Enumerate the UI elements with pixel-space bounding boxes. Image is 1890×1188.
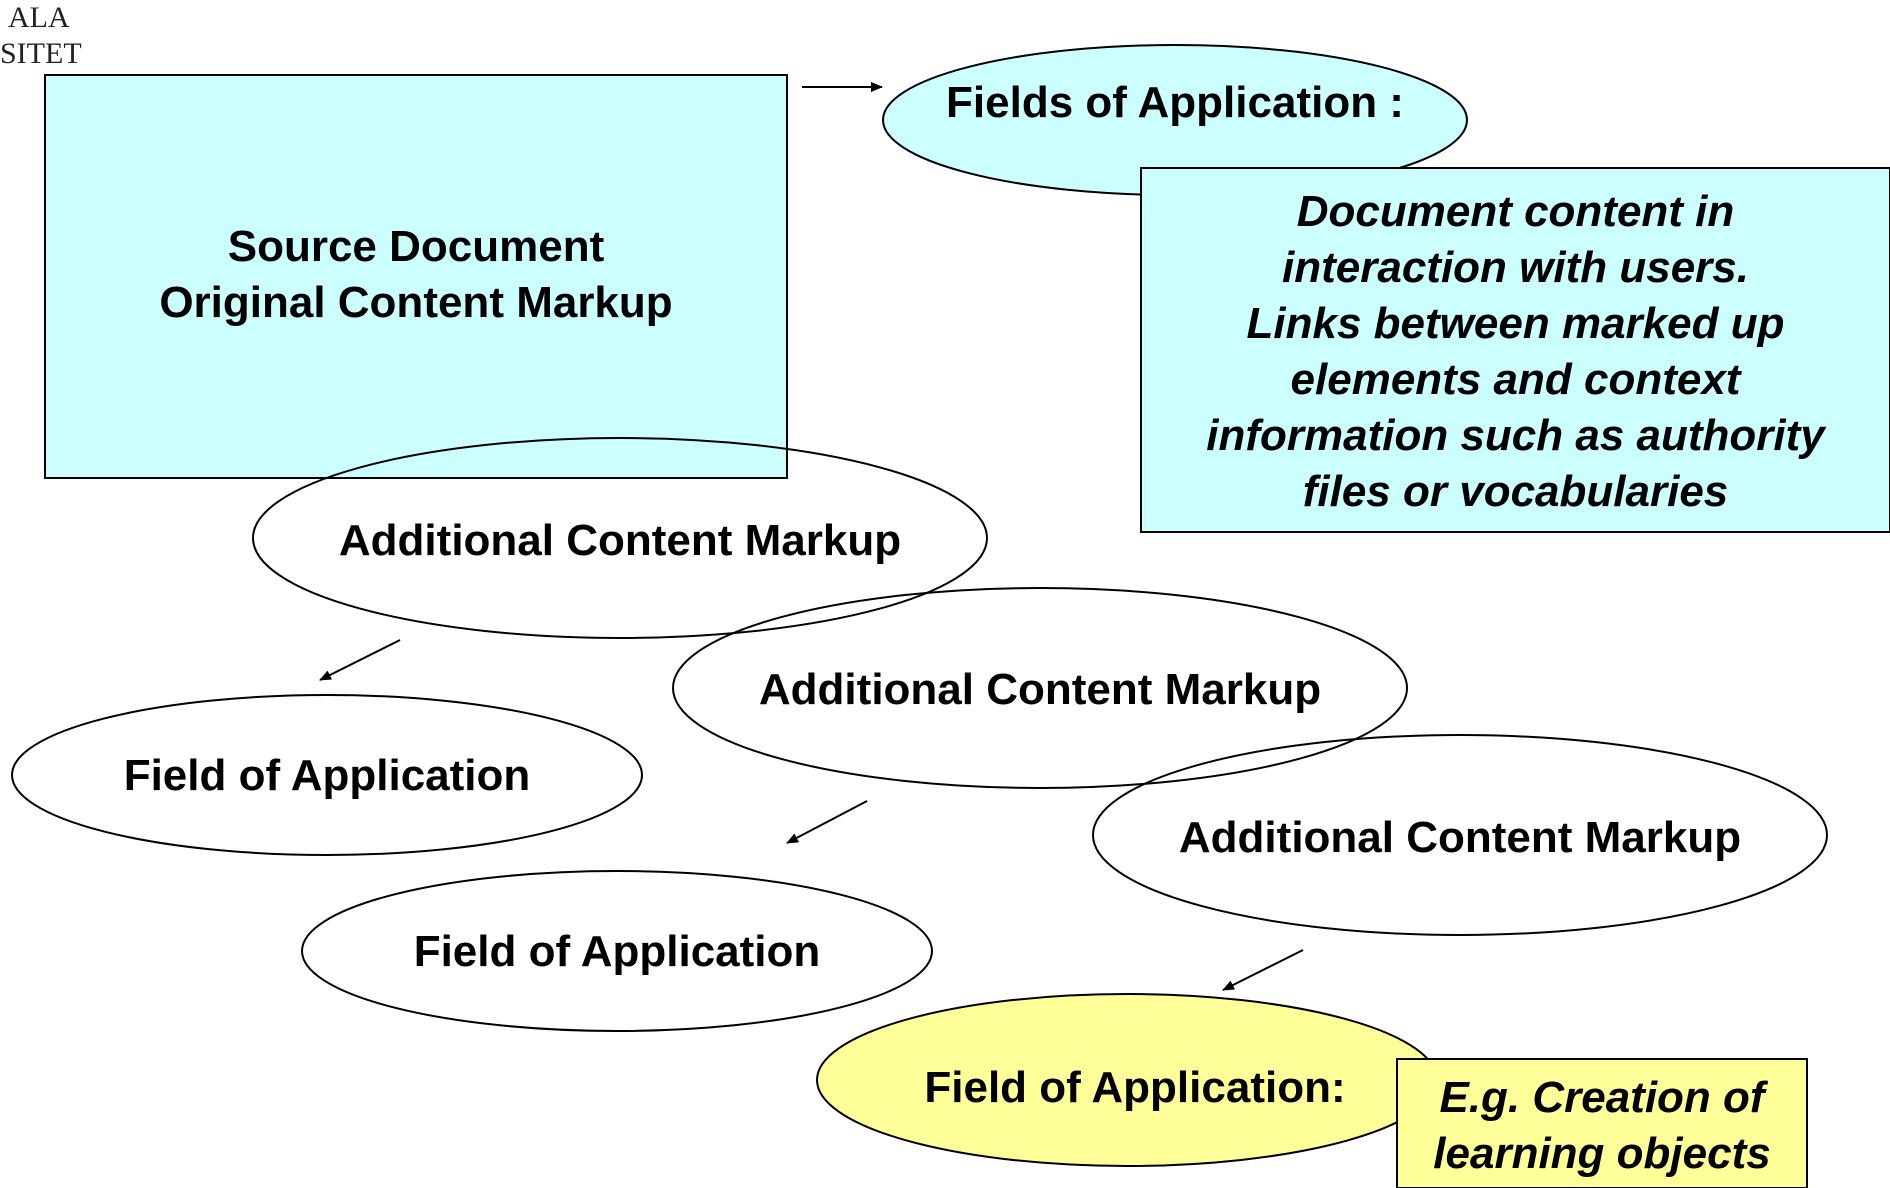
description-line-2: interaction with users. <box>1282 243 1749 292</box>
example-text: E.g. Creation of learning objects <box>1397 1068 1807 1184</box>
fields-of-application-label: Fields of Application : <box>946 78 1404 127</box>
source-document-label: Source Document Original Content Markup <box>45 215 787 335</box>
description-line-3: Links between marked up <box>1246 299 1785 348</box>
additional-markup-ellipse-3 <box>1092 734 1828 936</box>
source-document-title: Source Document <box>227 222 605 271</box>
example-box <box>1396 1058 1808 1188</box>
logo-text-line2: SITET <box>0 37 82 70</box>
arrow-to-field-3 <box>1222 949 1304 991</box>
original-content-markup-text: Original Content Markup <box>159 278 673 327</box>
university-logo: ALA SITET <box>0 0 82 72</box>
field-of-application-label-3: Field of Application: <box>924 1063 1346 1112</box>
field-ellipse-1 <box>11 694 643 856</box>
field-of-application-label-1: Field of Application <box>123 751 531 800</box>
additional-markup-ellipse-1 <box>252 437 988 639</box>
field-ellipse-2 <box>301 870 933 1032</box>
description-line-4: elements and context <box>1290 355 1741 404</box>
additional-markup-label-2: Additional Content Markup <box>758 665 1322 714</box>
description-text: Document content in interaction with use… <box>1141 178 1890 526</box>
field-of-application-label-2: Field of Application <box>413 927 821 976</box>
description-box <box>1140 167 1890 533</box>
example-line-2: learning objects <box>1433 1129 1771 1178</box>
description-line-5: information such as authority <box>1206 411 1825 460</box>
description-line-6: files or vocabularies <box>1302 467 1729 516</box>
source-document-box <box>44 74 788 479</box>
arrow-to-field-1 <box>319 639 401 681</box>
additional-markup-label-1: Additional Content Markup <box>338 516 902 565</box>
example-line-1: E.g. Creation of <box>1439 1073 1765 1122</box>
arrow-to-field-2 <box>786 800 868 844</box>
additional-markup-ellipse-2 <box>672 587 1408 789</box>
logo-text-line1: ALA <box>8 1 70 34</box>
description-line-1: Document content in <box>1296 187 1735 236</box>
additional-markup-label-3: Additional Content Markup <box>1178 813 1742 862</box>
